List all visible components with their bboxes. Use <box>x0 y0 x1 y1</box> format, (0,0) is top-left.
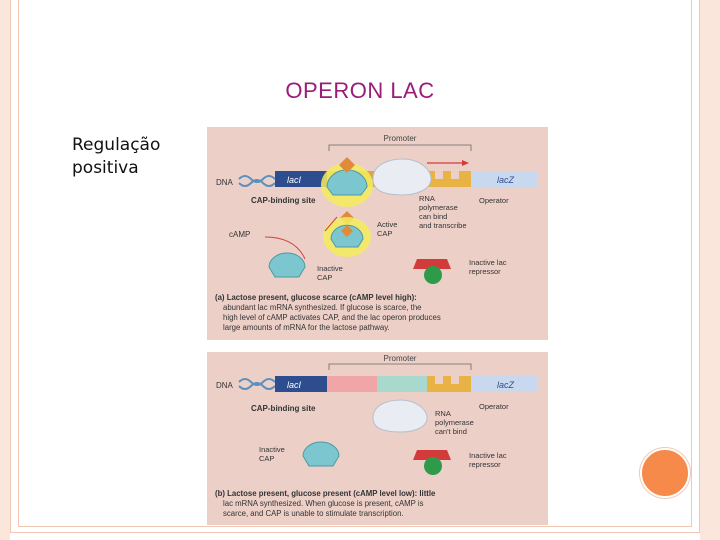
caption-b-1: (b) Lactose present, glucose present (cA… <box>215 489 436 498</box>
caption-b-3: scarce, and CAP is unable to stimulate t… <box>223 509 404 518</box>
active-cap-label-2: CAP <box>377 229 392 238</box>
active-cap-label-1: Active <box>377 220 397 229</box>
repressor-label-2: repressor <box>469 267 501 276</box>
inactive-cap-label-b-1: Inactive <box>259 445 285 454</box>
rna-pol-label-3: can bind <box>419 212 447 221</box>
repressor-label-1: Inactive lac <box>469 258 507 267</box>
inactive-cap-b <box>303 442 339 466</box>
repressor-label-b-2: repressor <box>469 460 501 469</box>
cap-binding-site-label-b: CAP-binding site <box>251 404 316 413</box>
rna-pol-label-b-2: polymerase <box>435 418 474 427</box>
caption-a-3: high level of cAMP activates CAP, and th… <box>223 313 441 322</box>
slide-title: OPERON LAC <box>0 78 720 104</box>
figure-a-diagram: Promoter DNA lacI lacZ CAP-binding site … <box>207 127 548 340</box>
promoter-label: Promoter <box>384 134 417 143</box>
cap-binding-site-label: CAP-binding site <box>251 196 316 205</box>
rna-pol-label-b-1: RNA <box>435 409 451 418</box>
promoter-label-b: Promoter <box>384 354 417 363</box>
figure-b-diagram: Promoter DNA lacI lacZ CAP-binding site … <box>207 352 548 525</box>
caption-a-4: large amounts of mRNA for the lactose pa… <box>223 323 390 332</box>
caption-b-2: lac mRNA synthesized. When glucose is pr… <box>223 499 424 508</box>
decorative-circle <box>640 448 690 498</box>
operator-region <box>427 171 471 187</box>
dna-label: DNA <box>216 178 234 187</box>
operator-label-b: Operator <box>479 402 509 411</box>
operator-region-b <box>427 376 471 392</box>
inactive-cap <box>269 253 305 277</box>
camp-label: cAMP <box>229 230 250 239</box>
bullet-text: Regulação positiva <box>72 134 202 180</box>
rna-pol-label-b-3: can't bind <box>435 427 467 436</box>
laci-label: lacI <box>287 175 302 185</box>
repressor-label-b-1: Inactive lac <box>469 451 507 460</box>
rna-pol-label-1: RNA <box>419 194 435 203</box>
rna-pol-label-4: and transcribe <box>419 221 467 230</box>
rna-polymerase <box>373 159 431 195</box>
inactive-cap-label-2: CAP <box>317 273 332 282</box>
laci-label-b: lacI <box>287 380 302 390</box>
operator-label: Operator <box>479 196 509 205</box>
caption-a-1: (a) Lactose present, glucose scarce (cAM… <box>215 293 417 302</box>
rna-polymerase-b <box>373 400 427 432</box>
dna-label-b: DNA <box>216 381 234 390</box>
rna-pol-label-2: polymerase <box>419 203 458 212</box>
lacz-label-b: lacZ <box>497 380 515 390</box>
inactive-cap-label-1: Inactive <box>317 264 343 273</box>
inactive-cap-label-b-2: CAP <box>259 454 274 463</box>
caption-a-2: abundant lac mRNA synthesized. If glucos… <box>223 303 422 312</box>
lacz-label: lacZ <box>497 175 515 185</box>
